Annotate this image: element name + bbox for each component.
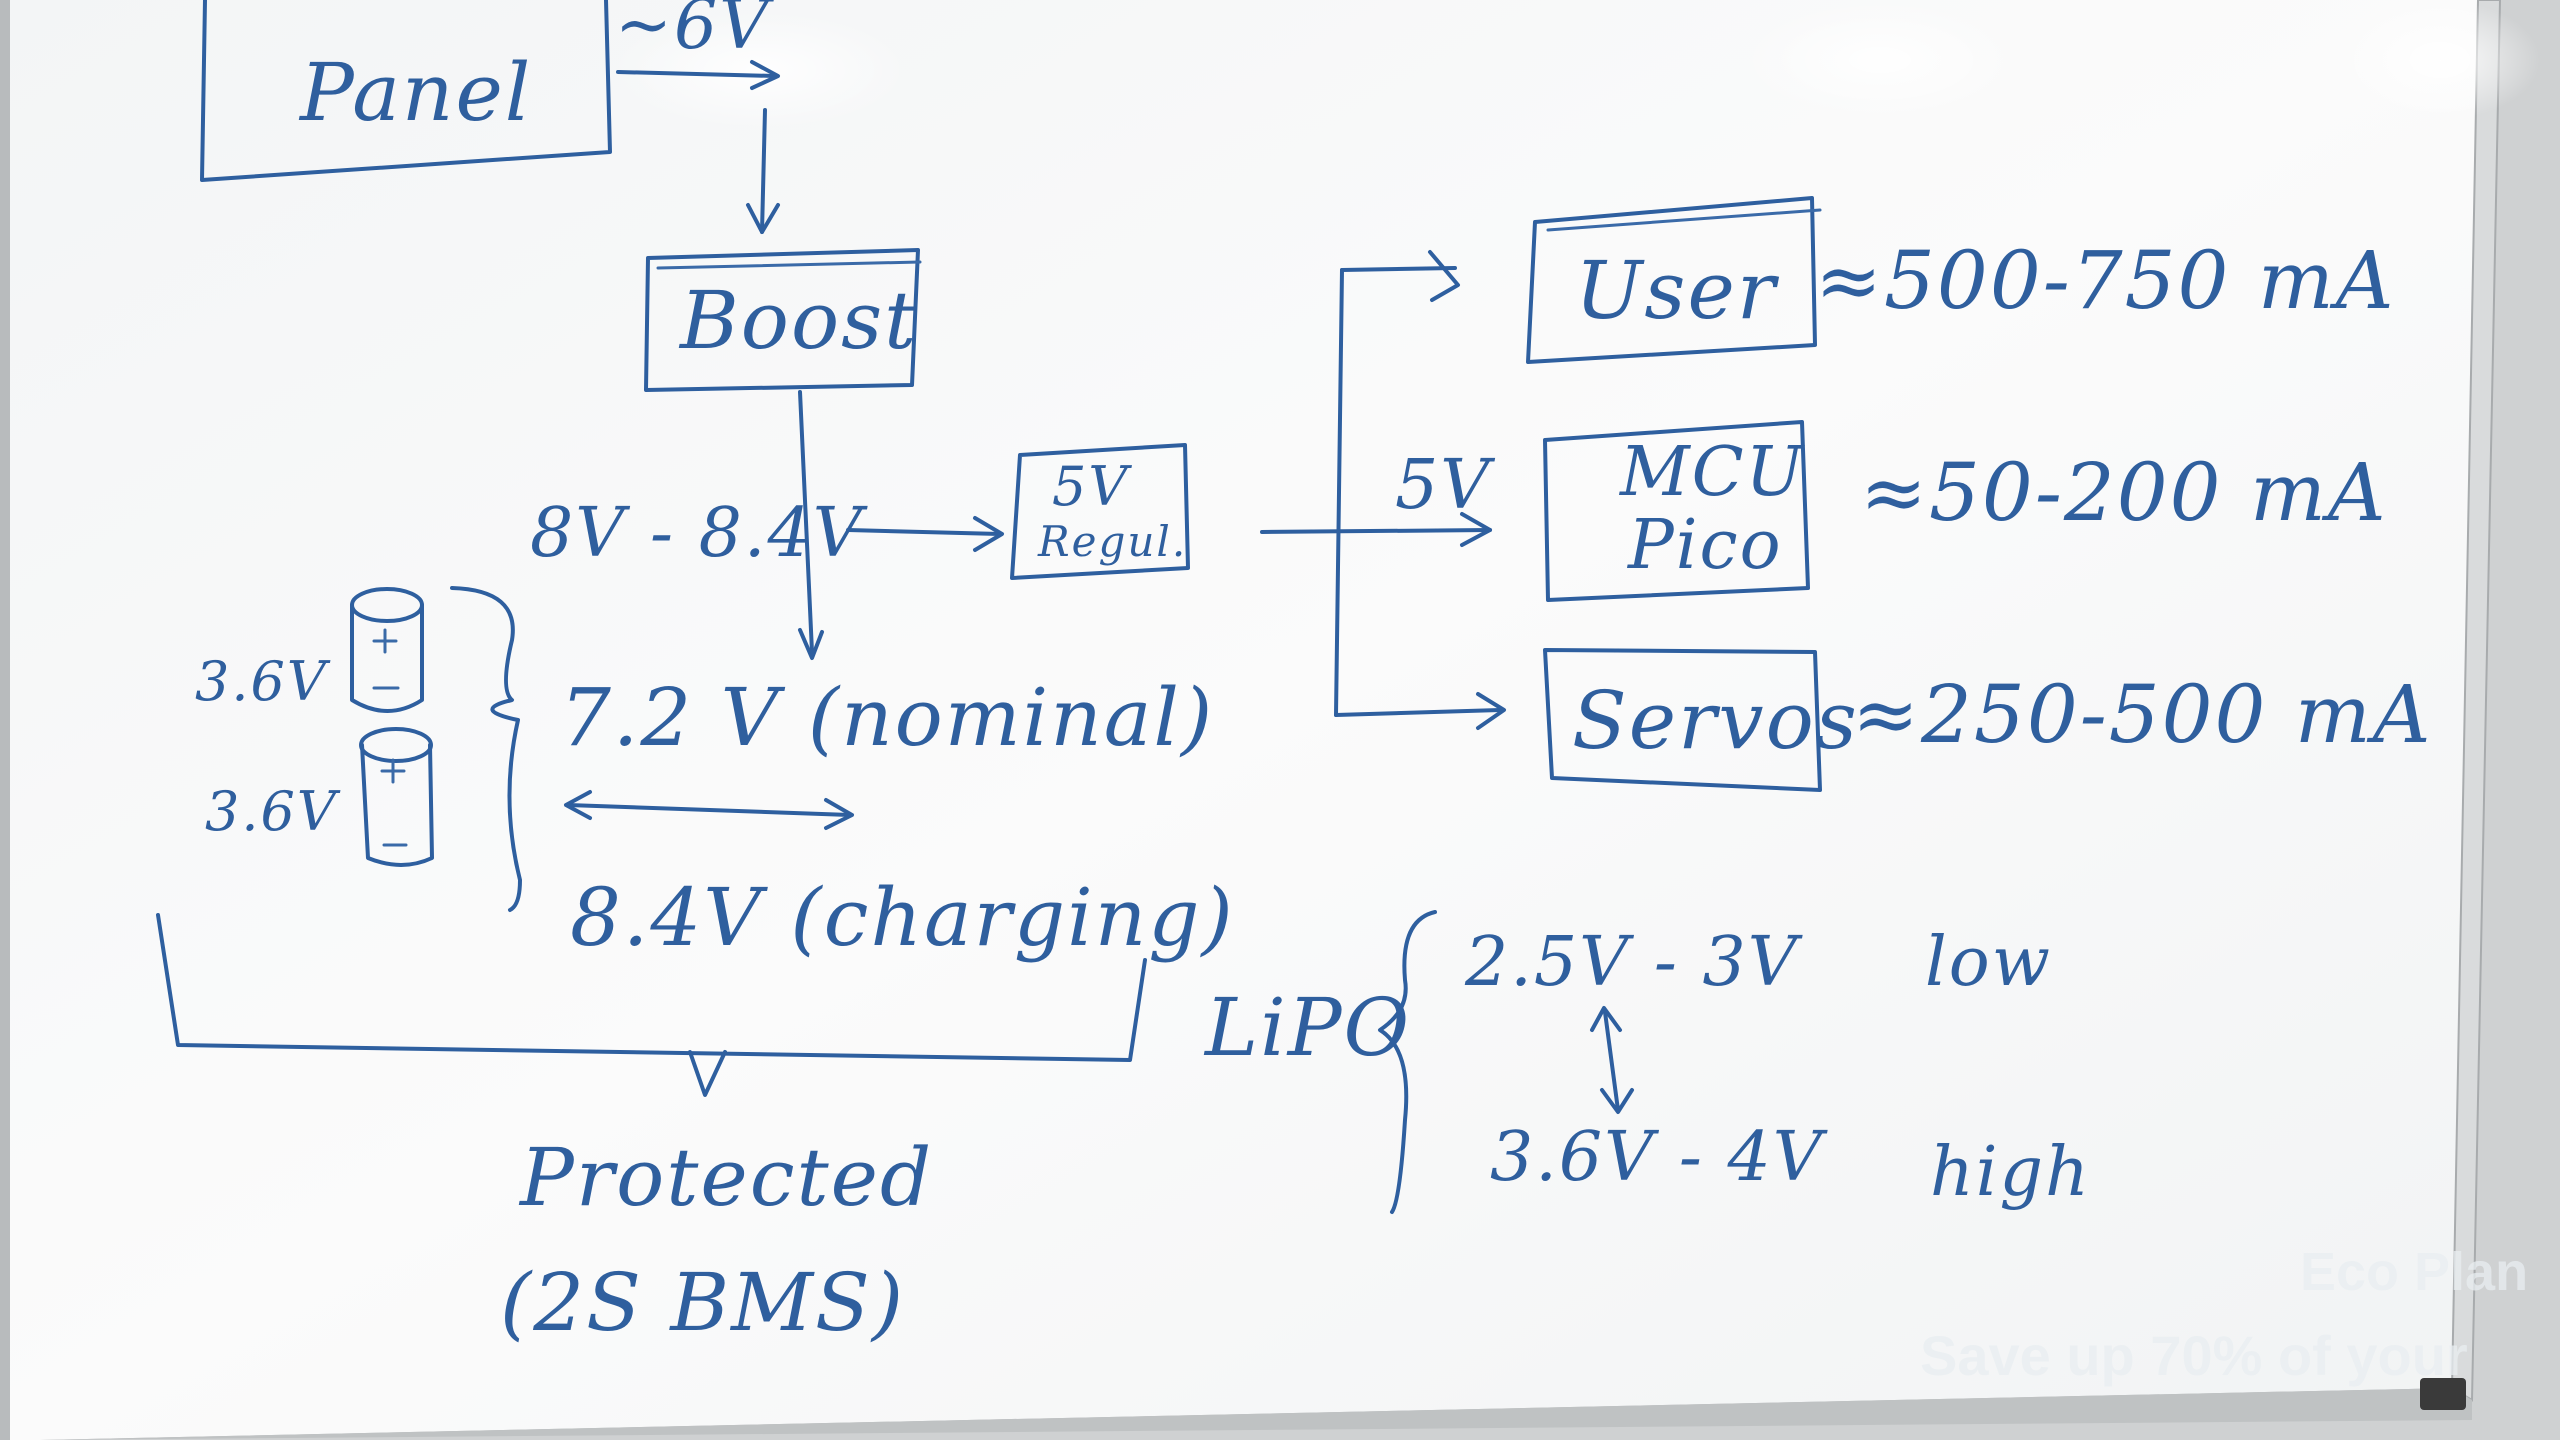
charging-voltage: 8.4V (charging) — [570, 871, 1235, 964]
mcu-label-line1: MCU — [1618, 433, 1806, 512]
lipo-high-label: high — [1930, 1133, 2091, 1212]
reflection-text: Eco Plan Save up 70% of your — [1920, 1242, 2528, 1387]
lipo-low-label: low — [1925, 923, 2052, 1002]
protection-bracket: Protected (2S BMS) — [156, 913, 1147, 1349]
protected-label: Protected — [518, 1131, 933, 1224]
lipo-ranges: LiPO 2.5V - 3V low 3.6V - 4V high — [1203, 910, 2091, 1214]
servos-label: Servos — [1572, 674, 1859, 767]
svg-text:Eco Plan: Eco Plan — [2300, 1242, 2528, 1302]
lipo-label: LiPO — [1203, 981, 1411, 1074]
battery-pack: 3.6V 3.6V — [195, 586, 522, 912]
lipo-high-range: 3.6V - 4V — [1490, 1118, 1828, 1197]
panel-label: Panel — [298, 46, 532, 139]
cell-top-icon — [350, 587, 424, 713]
light-glare — [610, 0, 2540, 130]
regulator-label-line2: Regul. — [1037, 517, 1187, 566]
mcu-node: MCU Pico ≈50-200 mA — [1543, 420, 2388, 602]
cell-bottom-voltage: 3.6V — [205, 780, 341, 843]
user-current: ≈500-750 mA — [1815, 234, 2396, 327]
whiteboard-surface — [10, 0, 2478, 1440]
panel-node: Panel — [200, 0, 612, 182]
panel-voltage-label: ~6V — [615, 0, 774, 65]
boost-label: Boost — [678, 274, 918, 367]
cell-bottom-icon — [359, 727, 434, 867]
mcu-current: ≈50-200 mA — [1860, 446, 2388, 539]
bms-label: (2S BMS) — [500, 1256, 905, 1349]
lipo-low-range: 2.5V - 3V — [1464, 923, 1803, 1002]
panel-to-boost-arrow: ~6V — [615, 0, 780, 234]
regulator-node: 5V Regul. — [1010, 443, 1190, 580]
boost-output-label: 8V - 8.4V — [530, 494, 868, 573]
whiteboard-bottom-tray — [40, 1388, 2472, 1440]
regulated-output-label: 5V — [1395, 446, 1495, 525]
boost-output-wire: 8V - 8.4V — [530, 390, 868, 660]
svg-text:Save up 70% of your: Save up 70% of your — [1920, 1324, 2468, 1387]
user-label: User — [1575, 244, 1780, 337]
boost-to-regulator-arrow — [846, 516, 1004, 552]
regulator-label-line1: 5V — [1052, 455, 1132, 518]
servos-node: Servos ≈250-500 mA — [1543, 648, 2433, 792]
pack-voltages: 7.2 V (nominal) 8.4V (charging) — [560, 671, 1235, 964]
tray-cap — [2420, 1378, 2466, 1410]
regulator-output-wire: 5V — [1260, 446, 1495, 547]
boost-node: Boost — [644, 248, 922, 392]
nominal-voltage: 7.2 V (nominal) — [560, 671, 1214, 764]
servos-current: ≈250-500 mA — [1852, 668, 2433, 761]
distribution-bus — [1334, 250, 1506, 730]
mcu-label-line2: Pico — [1626, 506, 1783, 585]
user-node: User ≈500-750 mA — [1526, 196, 2396, 364]
cell-top-voltage: 3.6V — [195, 650, 331, 713]
